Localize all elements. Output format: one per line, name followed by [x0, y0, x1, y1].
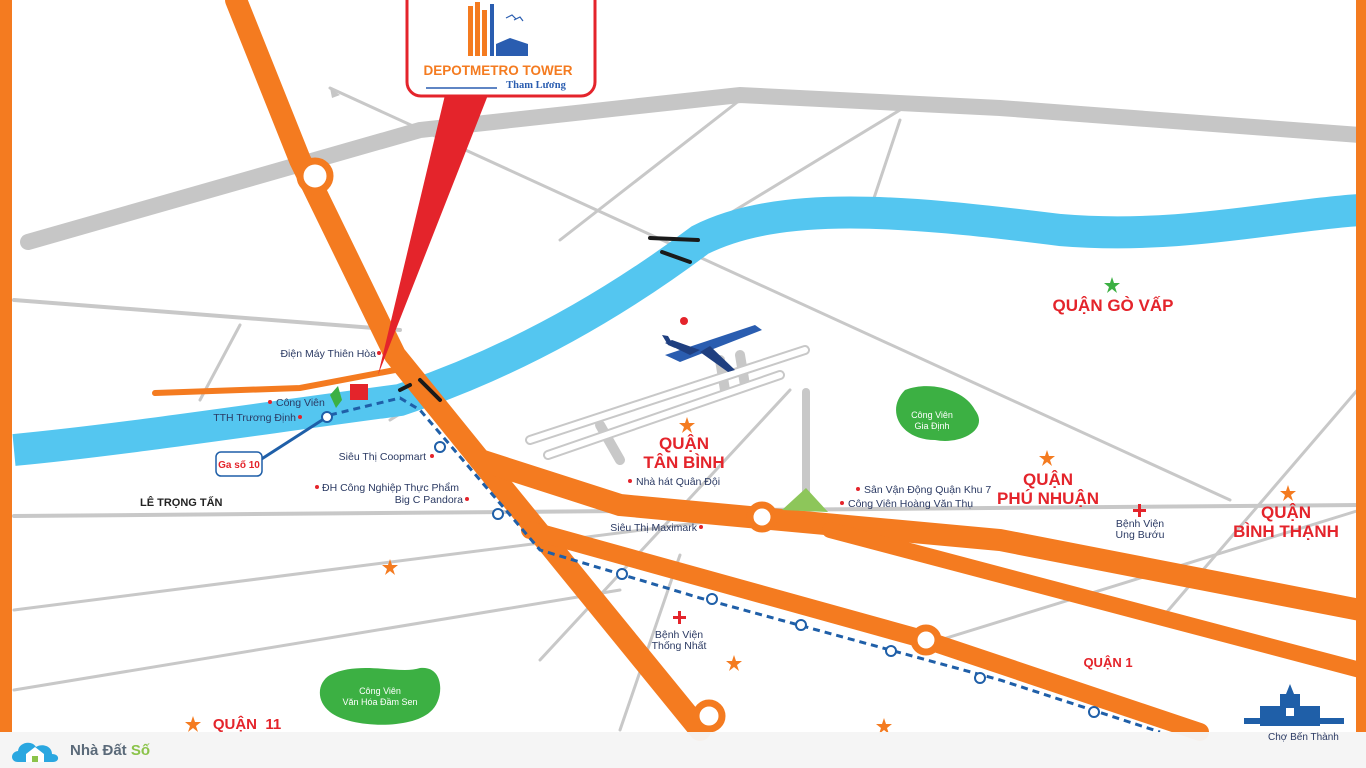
poi-bv-thong-nhat-1: Bệnh Viện: [655, 629, 703, 641]
parks: Công Viên Gia Định Công Viên Văn Hóa Đầm…: [319, 386, 980, 725]
national-highway-1a: [20, 86, 1366, 250]
poi-cho-ben-thanh: Chợ Bến Thành: [1268, 732, 1339, 743]
park-dam-sen: [319, 667, 441, 725]
street-le-trong-tan: LÊ TRỌNG TẤN: [140, 496, 223, 509]
poi-bv-ung-buou-1: Bệnh Viện: [1116, 518, 1164, 530]
hospital-icons: [673, 504, 1146, 624]
district-binh-thanh-2: BÌNH THẠNH: [1233, 522, 1339, 541]
ben-thanh-market-icon: [1244, 684, 1344, 726]
district-quan-11: QUẬN 11: [213, 715, 281, 733]
park-gia-dinh-label-2: Gia Định: [914, 421, 949, 431]
poi-bv-thong-nhat-2: Thống Nhất: [652, 640, 707, 652]
park-dam-sen-label-1: Công Viên: [359, 686, 401, 696]
brand-subtitle: Tham Lương: [506, 80, 566, 91]
district-tan-binh-2: TÂN BÌNH: [643, 453, 724, 472]
district-phu-nhuan-1: QUẬN: [1023, 470, 1073, 489]
park-hoang-van-thu: [782, 488, 828, 512]
road-arrow-icon: [330, 88, 340, 98]
brand-badge: DEPOTMETRO TOWER Tham Lương: [405, 0, 597, 98]
park-dam-sen-label-2: Văn Hóa Đầm Sen: [342, 697, 417, 707]
interchanges: [296, 157, 942, 733]
district-binh-thanh-1: QUẬN: [1261, 503, 1311, 522]
ga-so-10-badge: Ga số 10: [215, 451, 263, 477]
park-gia-dinh-label-1: Công Viên: [911, 410, 953, 420]
nhadatso-logo[interactable]: Nhà Đất Số: [8, 734, 150, 766]
location-pointer: [378, 95, 488, 375]
district-quan-1: QUẬN 1: [1083, 655, 1132, 670]
poi-san-van-dong: Sân Vận Động Quận Khu 7: [864, 484, 991, 496]
house-cloud-icon: [12, 742, 59, 762]
park-small: [330, 386, 342, 408]
bird-icon: [505, 14, 524, 22]
airplane-icon: [662, 325, 762, 372]
logo-text-main: Nhà Đất: [70, 741, 131, 759]
left-edge-highway: [0, 0, 12, 732]
district-tan-binh-1: QUẬN: [659, 434, 709, 453]
district-phu-nhuan-2: PHÚ NHUẬN: [997, 489, 1099, 508]
poi-dh-cong-nghiep: ĐH Công Nghiệp Thực Phẩm: [322, 482, 459, 494]
logo-text-accent: Số: [130, 741, 151, 759]
poi-cong-vien: Công Viên: [276, 397, 325, 409]
poi-coopmart: Siêu Thị Coopmart: [339, 451, 426, 463]
poi-maximark: Siêu Thị Maximark: [610, 522, 697, 534]
bridges: [398, 236, 700, 402]
metro-stations: [321, 411, 1100, 718]
district-stars: [185, 277, 1296, 734]
poi-nha-hat: Nhà hát Quân Đội: [636, 476, 720, 488]
poi-dien-may: Điện Máy Thiên Hòa: [280, 348, 376, 360]
poi-big-c: Big C Pandora: [395, 494, 463, 506]
poi-dots: [268, 351, 860, 529]
project-marker: [350, 384, 368, 400]
park-gia-dinh: [896, 386, 980, 441]
footer-watermark-bar: Nhà Đất Số Chợ Bến Thành: [0, 732, 1366, 768]
airport-dot: [680, 317, 688, 325]
right-edge-highway: [1356, 0, 1366, 732]
metro-line-1: [329, 396, 1161, 734]
brand-name: DEPOTMETRO TOWER: [423, 63, 572, 78]
poi-bv-ung-buou-2: Ung Bướu: [1116, 529, 1165, 541]
nhadatso-wordmark: Nhà Đất Số: [70, 742, 150, 759]
poi-cv-hoang-van-thu: Công Viên Hoàng Văn Thụ: [848, 498, 973, 510]
district-go-vap: QUẬN GÒ VẤP: [1053, 296, 1174, 315]
metro-train-icon: [496, 38, 528, 56]
ga-so-10-label: Ga số 10: [218, 459, 260, 471]
poi-tth-truong-dinh: TTH Trương Định: [213, 412, 296, 424]
